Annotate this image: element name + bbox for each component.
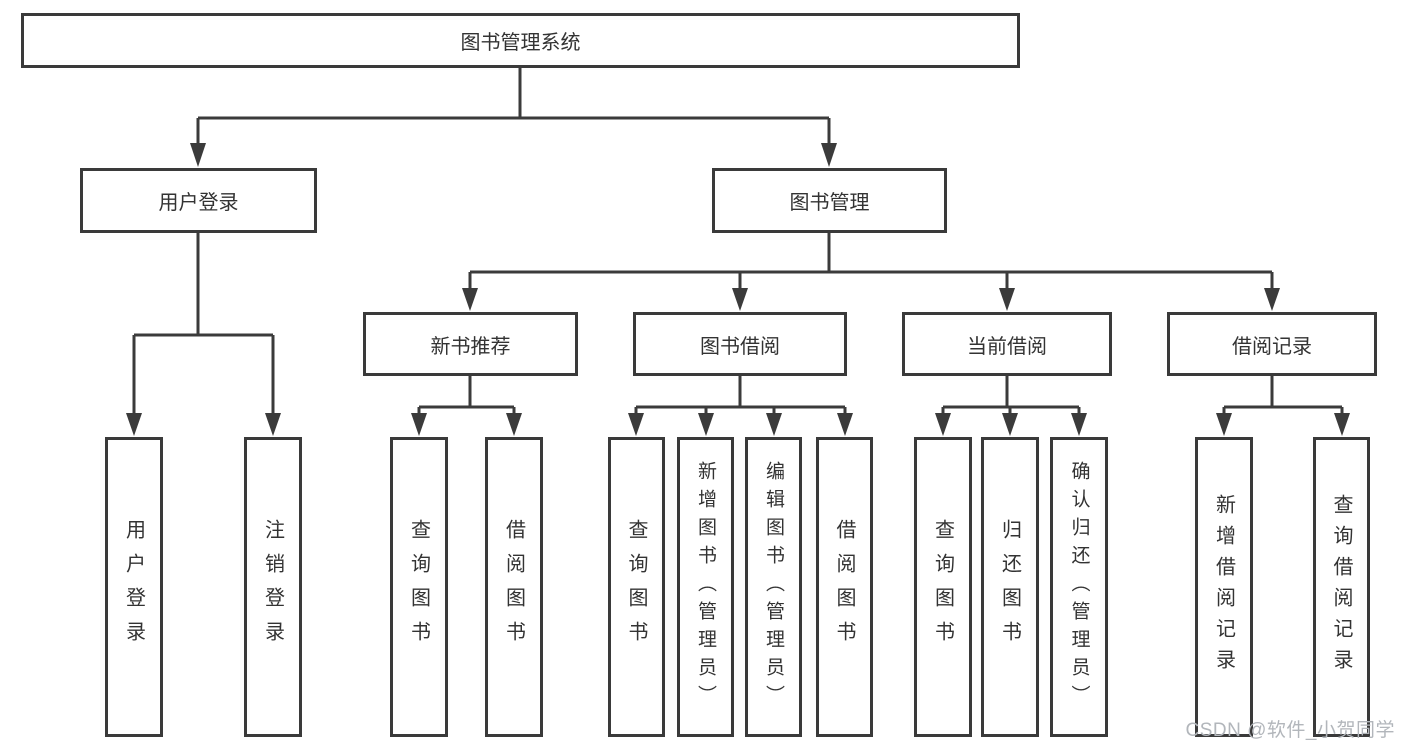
node-book-management: 图书管理 bbox=[712, 168, 947, 233]
leaf-query-books-current: 查询图书 bbox=[914, 437, 972, 737]
node-borrow-records: 借阅记录 bbox=[1167, 312, 1377, 376]
node-user-login: 用户登录 bbox=[80, 168, 317, 233]
node-book-borrow: 图书借阅 bbox=[633, 312, 847, 376]
leaf-borrow-books-recommend: 借阅图书 bbox=[485, 437, 543, 737]
leaf-user-login: 用户登录 bbox=[105, 437, 163, 737]
leaf-add-borrow-record: 新增借阅记录 bbox=[1195, 437, 1253, 737]
leaf-edit-book-admin: 编辑图书（管理员） bbox=[745, 437, 802, 737]
leaf-borrow-books: 借阅图书 bbox=[816, 437, 873, 737]
leaf-confirm-return-admin: 确认归还（管理员） bbox=[1050, 437, 1108, 737]
node-current-borrow: 当前借阅 bbox=[902, 312, 1112, 376]
leaf-return-book: 归还图书 bbox=[981, 437, 1039, 737]
node-root: 图书管理系统 bbox=[21, 13, 1020, 68]
leaf-query-books-recommend: 查询图书 bbox=[390, 437, 448, 737]
leaf-logout: 注销登录 bbox=[244, 437, 302, 737]
leaf-query-borrow-record: 查询借阅记录 bbox=[1313, 437, 1370, 737]
node-new-book-recommend: 新书推荐 bbox=[363, 312, 578, 376]
watermark: CSDN @软件_小贺同学 bbox=[1185, 720, 1395, 741]
leaf-add-book-admin: 新增图书（管理员） bbox=[677, 437, 734, 737]
leaf-query-books-borrow: 查询图书 bbox=[608, 437, 665, 737]
